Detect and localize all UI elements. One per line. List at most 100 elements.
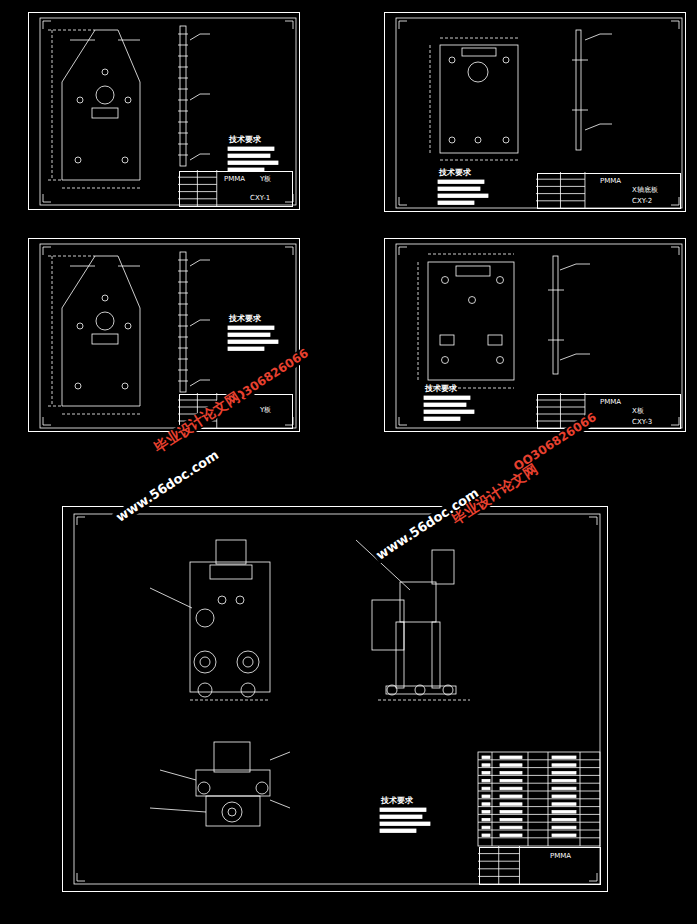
drawing-line — [560, 393, 561, 428]
drawing-line — [519, 846, 520, 884]
drawing-line — [399, 197, 400, 205]
drawing-line — [43, 202, 51, 203]
drawing-rect — [190, 562, 270, 692]
text-bar — [552, 787, 576, 790]
drawing-line — [190, 380, 200, 386]
drawing-line — [178, 370, 188, 371]
drawing-line — [178, 282, 188, 283]
drawing-line — [679, 21, 680, 29]
text-bar — [482, 811, 490, 814]
text-bar — [552, 811, 576, 814]
drawing-line — [270, 752, 290, 760]
text-bar — [424, 403, 466, 407]
drawing-line — [478, 783, 600, 784]
drawing-line — [560, 172, 561, 208]
drawing-line — [70, 40, 95, 41]
hole — [387, 685, 397, 695]
text-bar — [500, 826, 522, 829]
text-bar — [482, 834, 490, 837]
drawing-line — [478, 806, 600, 807]
drawing-sheet: 技术要求 PMMAX轴底板CXY-2 — [384, 12, 686, 212]
hole — [218, 596, 226, 604]
drawing-line — [440, 38, 518, 39]
hole — [125, 97, 131, 103]
drawing-line — [671, 425, 679, 426]
drawing-rect — [396, 18, 682, 208]
text-bar — [482, 787, 490, 790]
drawing-line — [178, 359, 188, 360]
drawing-line — [150, 588, 192, 608]
drawing-line — [190, 94, 200, 100]
text-bar — [552, 772, 576, 775]
hole — [228, 808, 236, 816]
hole — [243, 657, 253, 667]
title-block: PMMA — [479, 847, 601, 885]
drawing-line — [48, 256, 95, 257]
drawing-line — [43, 194, 44, 202]
title-block: PMMAX板CXY-3 — [537, 394, 681, 429]
text-bar — [438, 194, 488, 198]
drawing-line — [178, 67, 188, 68]
drawing-line — [399, 417, 400, 425]
drawing-rect — [92, 108, 118, 118]
text-bar — [438, 201, 474, 205]
hole — [96, 86, 114, 104]
drawing-line — [548, 290, 564, 291]
drawing-line — [580, 752, 581, 846]
drawing-line — [190, 260, 200, 266]
drawing-line — [576, 264, 590, 265]
text-bar — [500, 811, 522, 814]
drawing-rect — [180, 26, 186, 166]
drawing-line — [178, 144, 188, 145]
text-bar — [482, 795, 490, 798]
drawing-rect — [432, 550, 454, 584]
text-bar — [500, 779, 522, 782]
text-bar — [552, 795, 576, 798]
title-block-text: CXY-2 — [632, 198, 652, 206]
drawing-line — [62, 188, 140, 189]
text-bar — [552, 818, 576, 821]
notes-heading: 技术要求 — [439, 169, 471, 178]
drawing-line — [572, 110, 588, 111]
drawing-line — [70, 266, 95, 267]
drawing-line — [399, 21, 400, 29]
drawing-line — [440, 160, 518, 161]
notes-heading: 技术要求 — [229, 136, 261, 145]
text-bar — [482, 772, 490, 775]
plate-outline — [62, 30, 140, 180]
title-block: PMMAX轴底板CXY-2 — [537, 173, 681, 209]
drawing-line — [190, 700, 270, 701]
drawing-line — [671, 205, 679, 206]
hole — [198, 782, 210, 794]
drawing-line — [585, 34, 600, 40]
hole — [75, 383, 81, 389]
title-block-text: Y板 — [260, 407, 271, 415]
hole — [194, 651, 216, 673]
hole — [102, 69, 108, 75]
drawing-line — [52, 30, 53, 180]
notes-heading: 技术要求 — [381, 797, 413, 806]
drawing-rect — [74, 514, 600, 884]
text-bar — [380, 822, 430, 826]
watermark-url: www.56doc.com — [372, 485, 483, 564]
drawing-line — [270, 800, 290, 808]
text-bar — [482, 818, 490, 821]
drawing-line — [399, 425, 407, 426]
drawing-line — [200, 94, 210, 95]
drawing-line — [178, 155, 188, 156]
hole — [237, 651, 259, 673]
drawing-line — [178, 78, 188, 79]
hole — [96, 312, 114, 330]
drawing-line — [548, 340, 564, 341]
drawing-line — [43, 21, 44, 29]
hole — [77, 323, 83, 329]
drawing-line — [492, 752, 493, 846]
drawing-line — [428, 254, 514, 255]
drawing-line — [671, 247, 679, 248]
title-block: PMMAY板CXY-1 — [179, 171, 293, 207]
hole — [256, 782, 268, 794]
drawing-line — [43, 417, 44, 425]
text-bar — [228, 326, 274, 330]
notes-heading: 技术要求 — [229, 315, 261, 324]
drawing-line — [178, 381, 188, 382]
